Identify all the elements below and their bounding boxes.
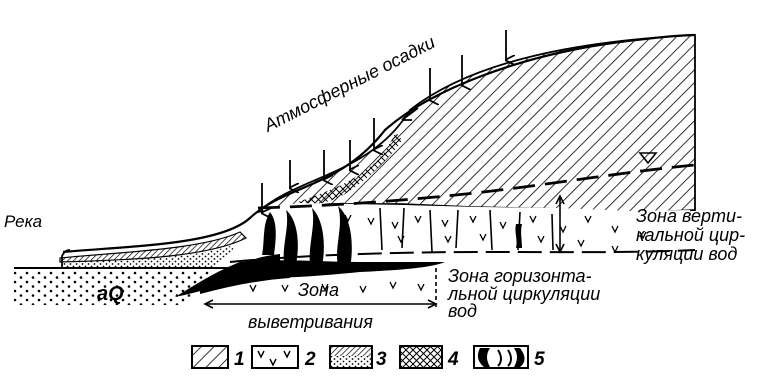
svg-text:4: 4: [447, 349, 459, 370]
svg-text:5: 5: [534, 349, 545, 370]
svg-text:вод: вод: [448, 301, 477, 321]
vertical-zone-label: Зона верти- кальной цир- куляции вод: [636, 206, 745, 264]
svg-text:выветривания: выветривания: [248, 312, 373, 332]
legend-item-3: 3: [330, 346, 387, 370]
svg-text:3: 3: [376, 349, 387, 370]
svg-text:Зона: Зона: [298, 280, 339, 300]
svg-text:2: 2: [304, 349, 316, 370]
bedrock-hatched: [258, 35, 695, 213]
svg-text:Зона верти-: Зона верти-: [636, 206, 742, 226]
legend: 1 2 3 4 5: [192, 346, 545, 370]
legend-item-5: 5: [474, 346, 545, 370]
svg-text:Зона горизонта-: Зона горизонта-: [448, 266, 592, 286]
legend-item-4: 4: [400, 346, 459, 370]
legend-item-1: 1: [192, 346, 245, 370]
alluvium-label: aQ: [97, 283, 124, 305]
river-label: Река: [4, 212, 42, 231]
svg-text:1: 1: [234, 349, 245, 370]
svg-text:кальной цир-: кальной цир-: [636, 225, 745, 245]
legend-item-2: 2: [252, 346, 316, 370]
horizontal-zone-label: Зона горизонта- льной циркуляции вод: [447, 266, 600, 321]
svg-text:куляции вод: куляции вод: [636, 244, 737, 264]
